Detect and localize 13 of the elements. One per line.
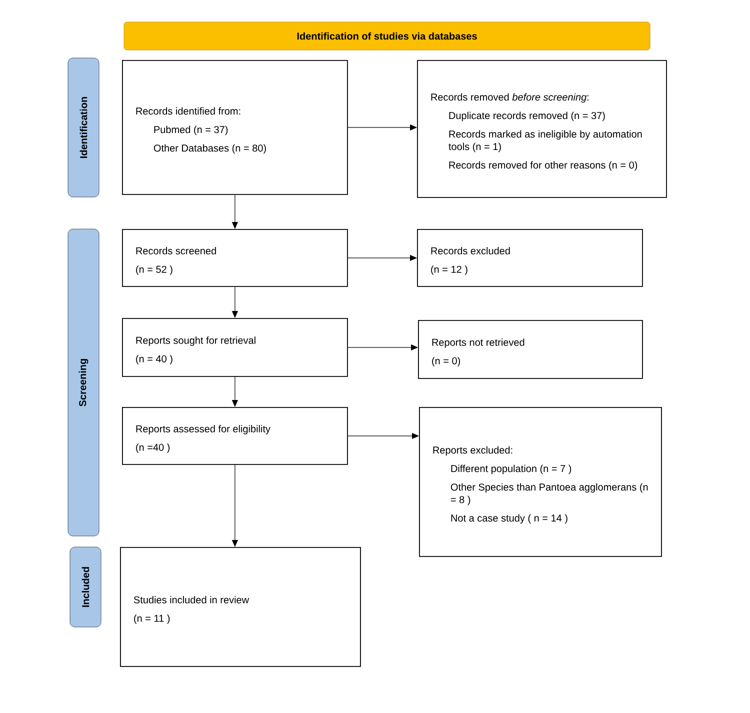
header-band: Identification of studies via databases xyxy=(124,22,650,50)
process-box: Reports sought for retrieval (n = 40 ) xyxy=(122,318,348,377)
phase-label: Identification xyxy=(68,58,100,198)
process-box: Records excluded (n = 12 ) xyxy=(417,229,643,287)
process-box: Records screened (n = 52 ) xyxy=(122,229,348,287)
phase-label: Included xyxy=(70,546,102,628)
process-box: Reports assessed for eligibility (n =40 ) xyxy=(122,407,348,465)
process-box: Studies included in review (n = 11 ) xyxy=(120,547,361,667)
phase-label: Screening xyxy=(68,228,100,536)
process-box: Records removed before screening: Duplicate records removed (n = 37) Records marked as ineligible by automation tools (n = 1) Records removed for other reasons (n = 0) xyxy=(417,60,667,198)
process-box: Records identified from: Pubmed (n = 37) Other Databases (n = 80) xyxy=(122,60,348,195)
process-box: Reports excluded: Different population (n = 7 ) Other Species than Pantoea agglomerans (n = 8 ) Not a case study ( n = 14 ) xyxy=(419,407,662,557)
process-box: Reports not retrieved (n = 0) xyxy=(418,320,643,379)
